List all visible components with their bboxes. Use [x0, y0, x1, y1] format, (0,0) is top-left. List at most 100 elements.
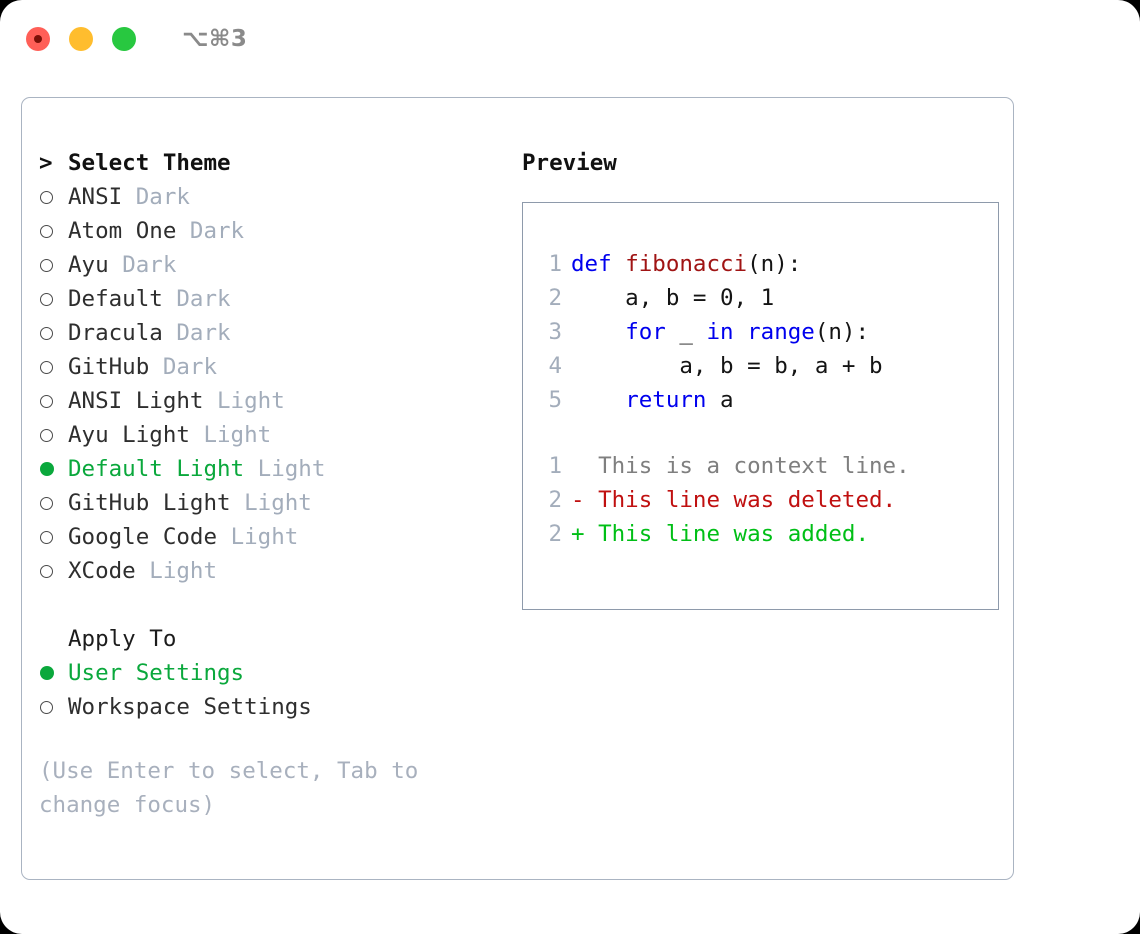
radio-unselected-icon [40, 326, 53, 340]
theme-list-item[interactable]: Default Light Light [39, 452, 507, 486]
theme-name-label: ANSI Light [68, 388, 204, 414]
theme-list-item[interactable]: ANSI Dark [39, 180, 507, 214]
radio-unselected-icon [40, 428, 53, 442]
radio-unselected-icon [40, 394, 53, 408]
radio-marker [39, 258, 68, 272]
code-token: a [706, 387, 734, 413]
label-gap [136, 554, 150, 588]
theme-name-label: ANSI [68, 184, 123, 210]
theme-name-label: Dracula [68, 320, 163, 346]
section-title-label: Select Theme [68, 150, 231, 176]
code-token [734, 315, 748, 349]
theme-category-tag: Light [244, 490, 312, 516]
radio-marker [39, 564, 68, 578]
label-gap [163, 316, 177, 350]
keyboard-shortcut-label: ⌥⌘3 [182, 26, 248, 52]
minimize-button[interactable] [69, 27, 93, 51]
preview-title: Preview [522, 150, 617, 176]
radio-marker [39, 700, 68, 714]
diff-text: - This line was deleted. [571, 487, 897, 513]
code-token: for [625, 319, 666, 345]
code-token: (n): [747, 251, 802, 277]
line-number: 2 [548, 487, 562, 513]
theme-name-label: XCode [68, 558, 136, 584]
theme-name-label: GitHub Light [68, 490, 231, 516]
line-number: 5 [548, 387, 562, 413]
code-line: 3 for _ in range(n): [537, 315, 998, 349]
theme-category-tag: Dark [135, 184, 190, 210]
theme-list-item[interactable]: GitHub Dark [39, 350, 507, 384]
radio-marker [39, 190, 68, 204]
label-gap [163, 282, 177, 316]
apply-to-item-label: User Settings [68, 660, 245, 686]
theme-list-item[interactable]: GitHub Light Light [39, 486, 507, 520]
diff-sample: 1 This is a context line. 2 - This line wa… [537, 449, 998, 551]
radio-marker [39, 530, 68, 544]
radio-unselected-icon [40, 224, 53, 238]
code-line: 4 a, b = b, a + b [537, 349, 998, 383]
theme-category-tag: Dark [162, 354, 218, 380]
theme-list-item[interactable]: Google Code Light [39, 520, 507, 554]
theme-list-item[interactable]: Default Dark [39, 282, 507, 316]
theme-category-tag: Light [203, 422, 272, 448]
list-spacer [39, 588, 507, 622]
code-line: 2 a, b = 0, 1 [537, 281, 998, 315]
radio-marker [39, 394, 68, 408]
radio-unselected-icon [40, 530, 53, 544]
radio-marker [39, 360, 68, 374]
close-button[interactable] [26, 27, 50, 51]
line-number: 1 [548, 251, 562, 277]
code-token [571, 315, 625, 349]
radio-unselected-icon [40, 496, 53, 510]
maximize-button[interactable] [112, 27, 136, 51]
code-token: a, b = 0, 1 [571, 285, 775, 311]
radio-unselected-icon [40, 564, 53, 578]
diff-line: 2+ This line was added. [537, 517, 998, 551]
code-token: fibonacci [625, 251, 748, 277]
radio-unselected-icon [40, 190, 53, 204]
apply-to-item[interactable]: Workspace Settings [39, 690, 507, 724]
radio-selected-icon [40, 666, 54, 680]
radio-marker [39, 462, 68, 476]
radio-unselected-icon [40, 258, 53, 272]
line-number: 2 [548, 521, 562, 547]
theme-category-tag: Light [149, 558, 218, 584]
theme-category-tag: Light [217, 388, 285, 414]
theme-name-label: Default [68, 286, 163, 312]
apply-to-item[interactable]: User Settings [39, 656, 507, 690]
radio-marker [39, 666, 68, 680]
theme-name-label: Default Light [68, 456, 245, 482]
code-token: (n): [814, 319, 870, 345]
recording-dot-icon [34, 35, 42, 43]
line-number: 3 [548, 319, 562, 345]
code-token: in [706, 319, 734, 345]
code-token: a, b = b, a + b [571, 353, 883, 379]
theme-category-tag: Dark [176, 320, 231, 346]
label-gap [244, 452, 258, 486]
apply-to-item-label: Workspace Settings [68, 694, 312, 720]
theme-list-item[interactable]: XCode Light [39, 554, 507, 588]
select-theme-header: > Select Theme [39, 146, 507, 180]
theme-category-tag: Light [257, 456, 326, 482]
theme-list-item[interactable]: Ayu Light Light [39, 418, 507, 452]
radio-unselected-icon [40, 700, 53, 714]
diff-line: 1 This is a context line. [537, 449, 998, 483]
theme-name-label: Ayu [68, 252, 109, 278]
line-number: 2 [548, 285, 562, 311]
label-gap [231, 486, 245, 520]
theme-list-item[interactable]: Dracula Dark [39, 316, 507, 350]
theme-name-label: Ayu Light [68, 422, 190, 448]
label-gap [109, 248, 123, 282]
theme-list-item[interactable]: Atom One Dark [39, 214, 507, 248]
diff-text: This is a context line. [571, 453, 910, 479]
theme-list-item[interactable]: Ayu Dark [39, 248, 507, 282]
radio-marker [39, 326, 68, 340]
code-gap [537, 417, 998, 449]
theme-list-item[interactable]: ANSI Light Light [39, 384, 507, 418]
